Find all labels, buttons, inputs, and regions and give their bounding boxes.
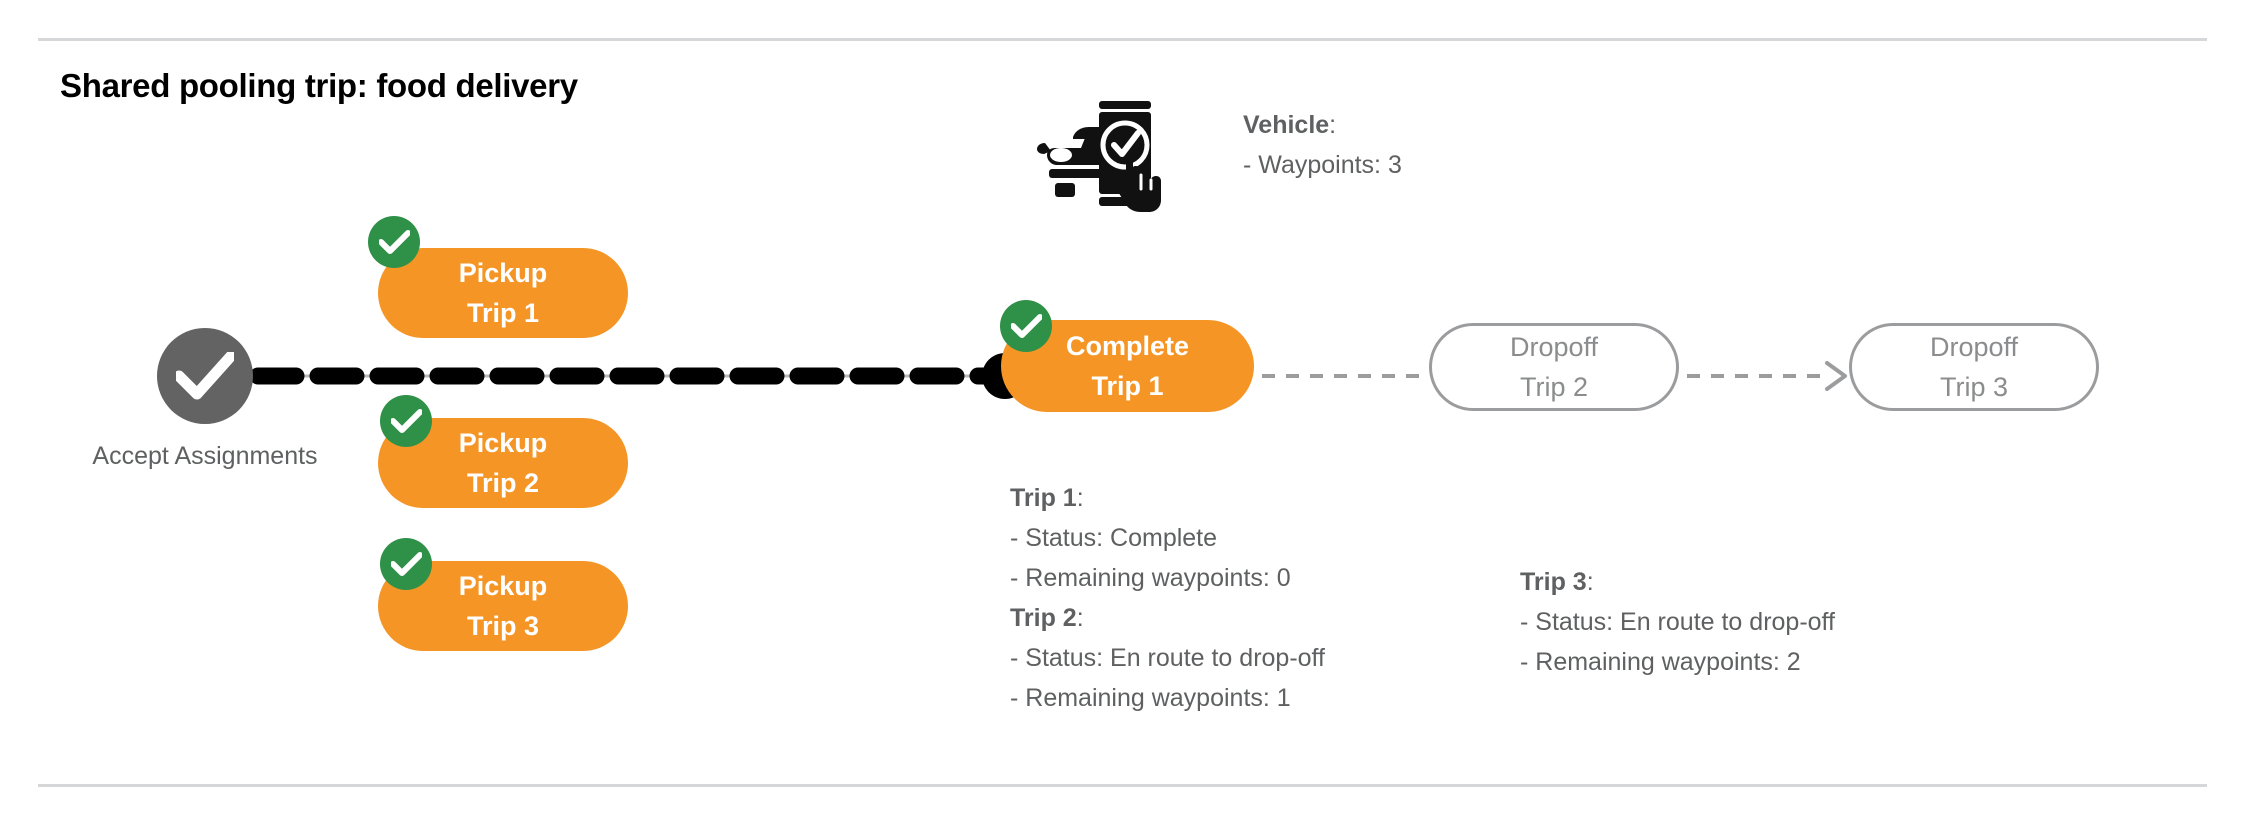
trip-2-header-text: Trip 2: [1010, 604, 1077, 632]
check-badge-icon-pickup-2: [380, 395, 432, 447]
pill-dropoff-trip-2[interactable]: Dropoff Trip 2: [1429, 323, 1679, 411]
pill-pickup-2-line1: Pickup: [458, 428, 548, 458]
page-title: Shared pooling trip: food delivery: [60, 67, 578, 104]
pill-pickup-2-line2: Trip 2: [466, 468, 540, 498]
pill-pickup-trip-1[interactable]: Pickup Trip 1: [378, 248, 628, 338]
vehicle-info-header: Vehicle:: [1243, 105, 1402, 145]
accept-label-line2: Assignments: [174, 442, 318, 470]
check-badge-icon-complete-1: [1000, 300, 1052, 352]
check-badge-icon-pickup-3: [380, 538, 432, 590]
trip-3-header-text: Trip 3: [1520, 568, 1587, 596]
pill-pickup-3-line1: Pickup: [458, 571, 548, 601]
vehicle-waypoints-line: - Waypoints: 3: [1243, 151, 1402, 179]
pill-dropoff-trip-3[interactable]: Dropoff Trip 3: [1849, 323, 2099, 411]
trip-2-header: Trip 2:: [1010, 598, 1325, 638]
trip-3-info-block: Trip 3: - Status: En route to drop-off -…: [1520, 562, 1835, 682]
pill-dropoff-3-line2: Trip 3: [1939, 372, 2008, 402]
accept-assignments-label: Accept Assignments: [82, 436, 328, 476]
pill-complete-line1: Complete: [1065, 331, 1190, 361]
trip-1-header-text: Trip 1: [1010, 484, 1077, 512]
trip-1-header: Trip 1:: [1010, 478, 1325, 518]
trip-3-header-suffix: :: [1586, 568, 1594, 596]
vehicle-header-suffix: :: [1329, 111, 1337, 139]
trip-1-status-line: - Status: Complete: [1010, 524, 1218, 552]
pill-pickup-1-line2: Trip 1: [466, 298, 540, 328]
pill-pickup-3-line2: Trip 3: [466, 611, 540, 641]
trip-2-waypoints-line: - Remaining waypoints: 1: [1010, 684, 1291, 712]
trip-3-status-line: - Status: En route to drop-off: [1520, 608, 1835, 636]
accept-label-line1: Accept: [92, 442, 169, 470]
trip-2-header-suffix: :: [1076, 604, 1084, 632]
car-phone-check-icon: [1037, 93, 1167, 223]
pill-pickup-1-line1: Pickup: [458, 258, 548, 288]
trip-1-waypoints-line: - Remaining waypoints: 0: [1010, 564, 1291, 592]
trip-3-header: Trip 3:: [1520, 562, 1835, 602]
trip-3-waypoints-line: - Remaining waypoints: 2: [1520, 648, 1801, 676]
trip-1-header-suffix: :: [1076, 484, 1084, 512]
accept-assignments-node[interactable]: Accept Assignments: [92, 328, 318, 470]
bottom-divider: [38, 784, 2207, 787]
pill-dropoff-2-line1: Dropoff: [1509, 332, 1599, 362]
pill-dropoff-2-line2: Trip 2: [1519, 372, 1588, 402]
pill-complete-line2: Trip 1: [1091, 371, 1164, 401]
vehicle-header-text: Vehicle: [1243, 111, 1330, 139]
check-circle-icon: [157, 328, 253, 424]
trip-1-2-info-block: Trip 1: - Status: Complete - Remaining w…: [1010, 478, 1325, 718]
check-badge-icon-pickup-1: [368, 216, 420, 268]
top-divider: [38, 38, 2207, 41]
pill-dropoff-3-line1: Dropoff: [1929, 332, 2019, 362]
trip-2-status-line: - Status: En route to drop-off: [1010, 644, 1325, 672]
vehicle-info-block: Vehicle: - Waypoints: 3: [1243, 105, 1402, 185]
